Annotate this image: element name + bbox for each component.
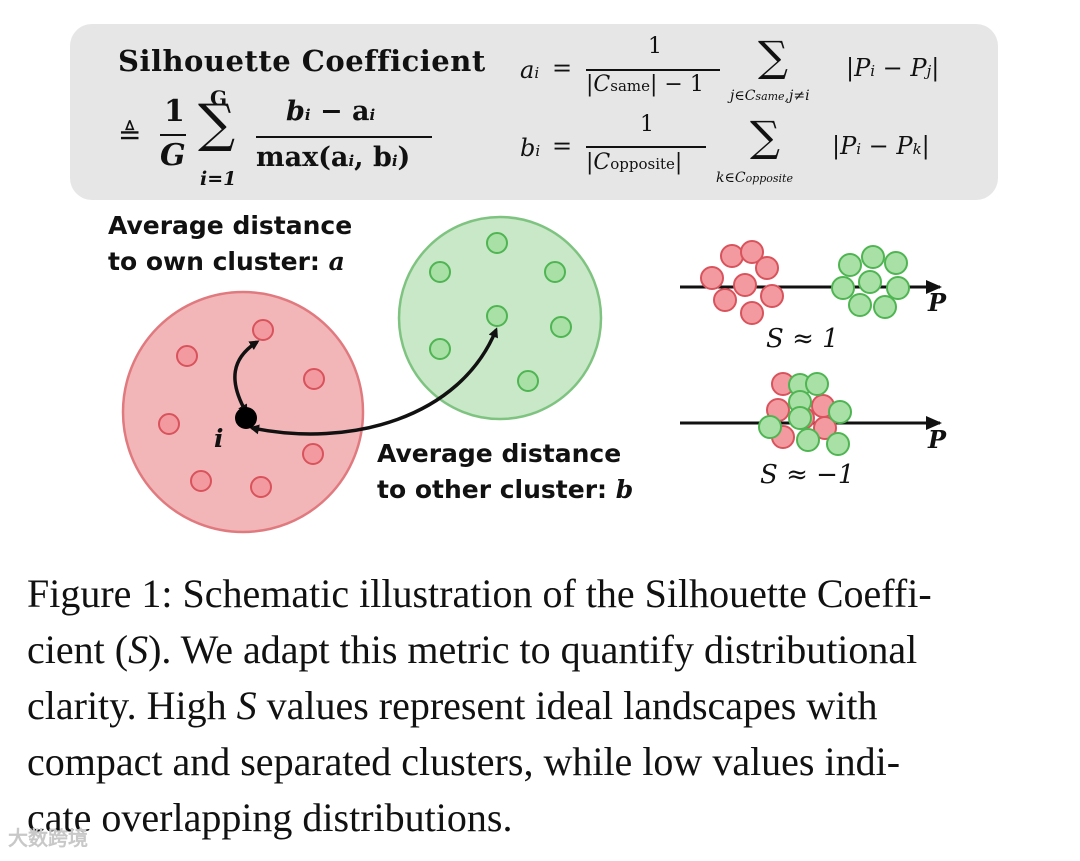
green-point <box>884 251 908 275</box>
green-point <box>788 406 812 430</box>
sum-lower: i=1 <box>200 168 237 190</box>
distance-b-arrow <box>249 327 498 436</box>
a-sum-sign: ∑ <box>758 32 788 81</box>
s-low-label: S ≈ −1 <box>760 460 855 490</box>
green-point <box>873 295 897 319</box>
axis-top-label: P <box>928 288 947 317</box>
a-lhs: ai <box>520 56 540 84</box>
red-point <box>303 368 325 390</box>
separated-green-points <box>831 245 910 319</box>
red-point <box>740 301 764 325</box>
green-point <box>486 305 508 327</box>
green-cluster-points <box>429 232 572 392</box>
red-point <box>190 470 212 492</box>
b-term: |Pi − Pk| <box>832 132 930 160</box>
point-i <box>235 407 257 429</box>
green-point <box>758 415 782 439</box>
main-frac-bar <box>160 134 186 136</box>
main-numerator: bi − ai <box>286 96 376 127</box>
a-sum-lower: j∈Csame,j≠i <box>730 88 810 104</box>
caption-line: cate overlapping distributions. <box>27 795 513 840</box>
main-frac-denominator: G <box>160 138 186 173</box>
green-point <box>861 245 885 269</box>
main-denominator: max(ai, bi) <box>256 142 411 173</box>
red-point <box>755 256 779 280</box>
b-num: 1 <box>640 112 654 137</box>
caption-line: Figure 1: Schematic illustration of the … <box>27 571 932 616</box>
figure-caption: Figure 1: Schematic illustration of the … <box>27 566 1057 846</box>
main-frac-numerator: 1 <box>164 94 185 129</box>
definition-symbol: ≜ <box>118 118 142 151</box>
red-point <box>713 288 737 312</box>
separated-red-points <box>700 240 784 325</box>
caption-line: compact and separated clusters, while lo… <box>27 739 901 784</box>
green-point <box>826 432 850 456</box>
sum-upper: G <box>210 86 228 110</box>
green-point <box>828 400 852 424</box>
a-num: 1 <box>648 34 662 59</box>
red-point <box>700 266 724 290</box>
a-den: |Csame| − 1 <box>586 72 704 97</box>
s-high-label: S ≈ 1 <box>766 324 839 354</box>
b-bar <box>586 146 706 148</box>
a-bar <box>586 69 720 71</box>
red-point <box>176 345 198 367</box>
caption-line: cient (S). We adapt this metric to quant… <box>27 627 918 672</box>
green-point <box>886 276 910 300</box>
red-point <box>733 273 757 297</box>
watermark: 大数跨境 <box>8 826 88 850</box>
green-point <box>858 270 882 294</box>
own-cluster-label: Average distance to own cluster: a <box>108 211 353 276</box>
red-point <box>302 443 324 465</box>
b-lhs: bi <box>520 134 541 162</box>
green-point <box>429 338 451 360</box>
green-point <box>848 293 872 317</box>
green-point <box>486 232 508 254</box>
main-bar <box>256 136 432 138</box>
caption-line: clarity. High S values represent ideal l… <box>27 683 878 728</box>
other-cluster-label: Average distance to other cluster: b <box>377 439 634 504</box>
red-point <box>720 244 744 268</box>
a-eq: = <box>552 54 573 82</box>
green-point <box>796 428 820 452</box>
point-i-label: i <box>214 424 224 453</box>
overlap-points <box>758 372 852 456</box>
a-term: |Pi − Pj| <box>846 54 940 82</box>
b-sum-sign: ∑ <box>750 112 780 161</box>
axis-bottom-label: P <box>928 425 947 454</box>
green-point <box>517 370 539 392</box>
formula-title: Silhouette Coefficient <box>118 44 486 78</box>
green-point <box>550 316 572 338</box>
green-point <box>838 253 862 277</box>
red-point <box>252 319 274 341</box>
b-eq: = <box>552 132 573 160</box>
b-sum-lower: k∈Copposite <box>716 170 793 186</box>
green-point <box>805 372 829 396</box>
red-point <box>760 284 784 308</box>
red-point <box>813 416 837 440</box>
b-den: |Copposite| <box>586 150 683 175</box>
red-point <box>158 413 180 435</box>
cluster-diagram <box>121 215 942 534</box>
green-point <box>544 261 566 283</box>
sum-sign: ∑ <box>198 94 236 154</box>
green-point <box>429 261 451 283</box>
green-point <box>831 276 855 300</box>
red-point <box>250 476 272 498</box>
red-point <box>740 240 764 264</box>
formula-panel: Silhouette Coefficient ≜ 1 G G ∑ i=1 bi … <box>70 24 998 200</box>
